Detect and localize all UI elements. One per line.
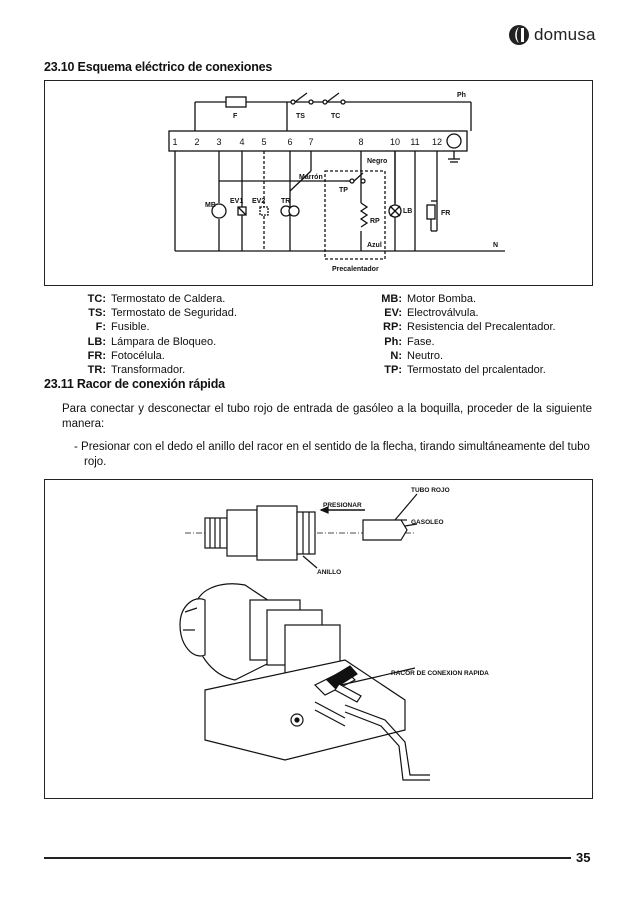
label-tc: TC <box>331 113 340 120</box>
footer-rule <box>44 857 571 859</box>
legend-left: TC:Termostato de Caldera. TS:Termostato … <box>80 292 237 377</box>
label-anillo: ANILLO <box>317 569 341 576</box>
wiring-diagram: 1 2 3 4 5 6 7 8 10 11 12 Ph F TS TC Negr… <box>168 92 505 273</box>
wiring-diagram-frame: 1 2 3 4 5 6 7 8 10 11 12 Ph F TS TC Negr… <box>44 80 593 286</box>
label-precalentador: Precalentador <box>332 266 379 273</box>
terminal-7: 7 <box>308 137 313 147</box>
legend-item: Ph:Fase. <box>384 335 435 348</box>
terminal-3: 3 <box>216 137 221 147</box>
legend-item: N:Neutro. <box>390 349 444 362</box>
label-f: F <box>233 113 238 120</box>
terminal-10: 10 <box>390 137 400 147</box>
terminal-1: 1 <box>172 137 177 147</box>
legend-item: LB:Lámpara de Bloqueo. <box>87 335 217 348</box>
label-azul: Azul <box>367 242 382 249</box>
page-number: 35 <box>576 850 591 865</box>
terminal-2: 2 <box>194 137 199 147</box>
label-mb: MB <box>205 202 216 209</box>
domusa-logo-icon <box>509 25 529 45</box>
legend-item: MB:Motor Bomba. <box>381 293 477 305</box>
label-ev1: EV1 <box>230 198 243 205</box>
legend-item: TS:Termostato de Seguridad. <box>88 307 237 320</box>
terminal-8: 8 <box>358 137 363 147</box>
legend-item: TC:Termostato de Caldera. <box>87 293 226 305</box>
label-gasoleo: GASOLEO <box>411 519 444 526</box>
legend-item: TP:Termostato del prcalentador. <box>384 364 546 377</box>
legend-item: F:Fusible. <box>95 321 150 334</box>
label-lb: LB <box>403 208 412 215</box>
label-tp: TP <box>339 187 348 194</box>
label-negro: Negro <box>367 158 387 165</box>
label-tubo-rojo: TUBO ROJO <box>411 487 450 494</box>
label-tr: TR <box>281 198 290 205</box>
racor-figure-frame: TUBO ROJO PRESIONAR GASOLEO ANILLO RACOR… <box>44 479 593 799</box>
legend-right: MB:Motor Bomba. EV:Electroválvula. RP:Re… <box>376 292 556 377</box>
label-ts: TS <box>296 113 305 120</box>
label-n: N <box>493 242 498 249</box>
label-presionar: PRESIONAR <box>323 502 362 509</box>
legend-item: TR:Transformador. <box>87 364 186 377</box>
brand-logo: domusa <box>508 24 596 46</box>
terminal-6: 6 <box>287 137 292 147</box>
brand-name: domusa <box>534 25 596 44</box>
intro-paragraph: Para conectar y desconectar el tubo rojo… <box>62 403 592 430</box>
terminal-5: 5 <box>261 137 266 147</box>
section-title-racor: 23.11 Racor de conexión rápida <box>44 377 225 391</box>
label-ev2: EV2 <box>252 198 265 205</box>
legend-item: RP:Resistencia del Precalentador. <box>383 321 556 334</box>
legend-item: FR:Fotocélula. <box>87 349 165 362</box>
label-rp: RP <box>370 218 380 225</box>
label-racor: RACOR DE CONEXION RAPIDA <box>391 670 489 677</box>
section-title-wiring: 23.10 Esquema eléctrico de conexiones <box>44 60 273 74</box>
step-paragraph: - Presionar con el dedo el anillo del ra… <box>74 441 590 468</box>
terminal-12: 12 <box>432 137 442 147</box>
terminal-4: 4 <box>239 137 244 147</box>
legend-item: EV:Electroválvula. <box>384 307 479 320</box>
terminal-11: 11 <box>410 137 419 147</box>
label-marron: Marrón <box>299 174 323 181</box>
label-ph: Ph <box>457 92 466 99</box>
racor-figure: TUBO ROJO PRESIONAR GASOLEO ANILLO RACOR… <box>179 487 489 781</box>
label-fr: FR <box>441 210 450 217</box>
